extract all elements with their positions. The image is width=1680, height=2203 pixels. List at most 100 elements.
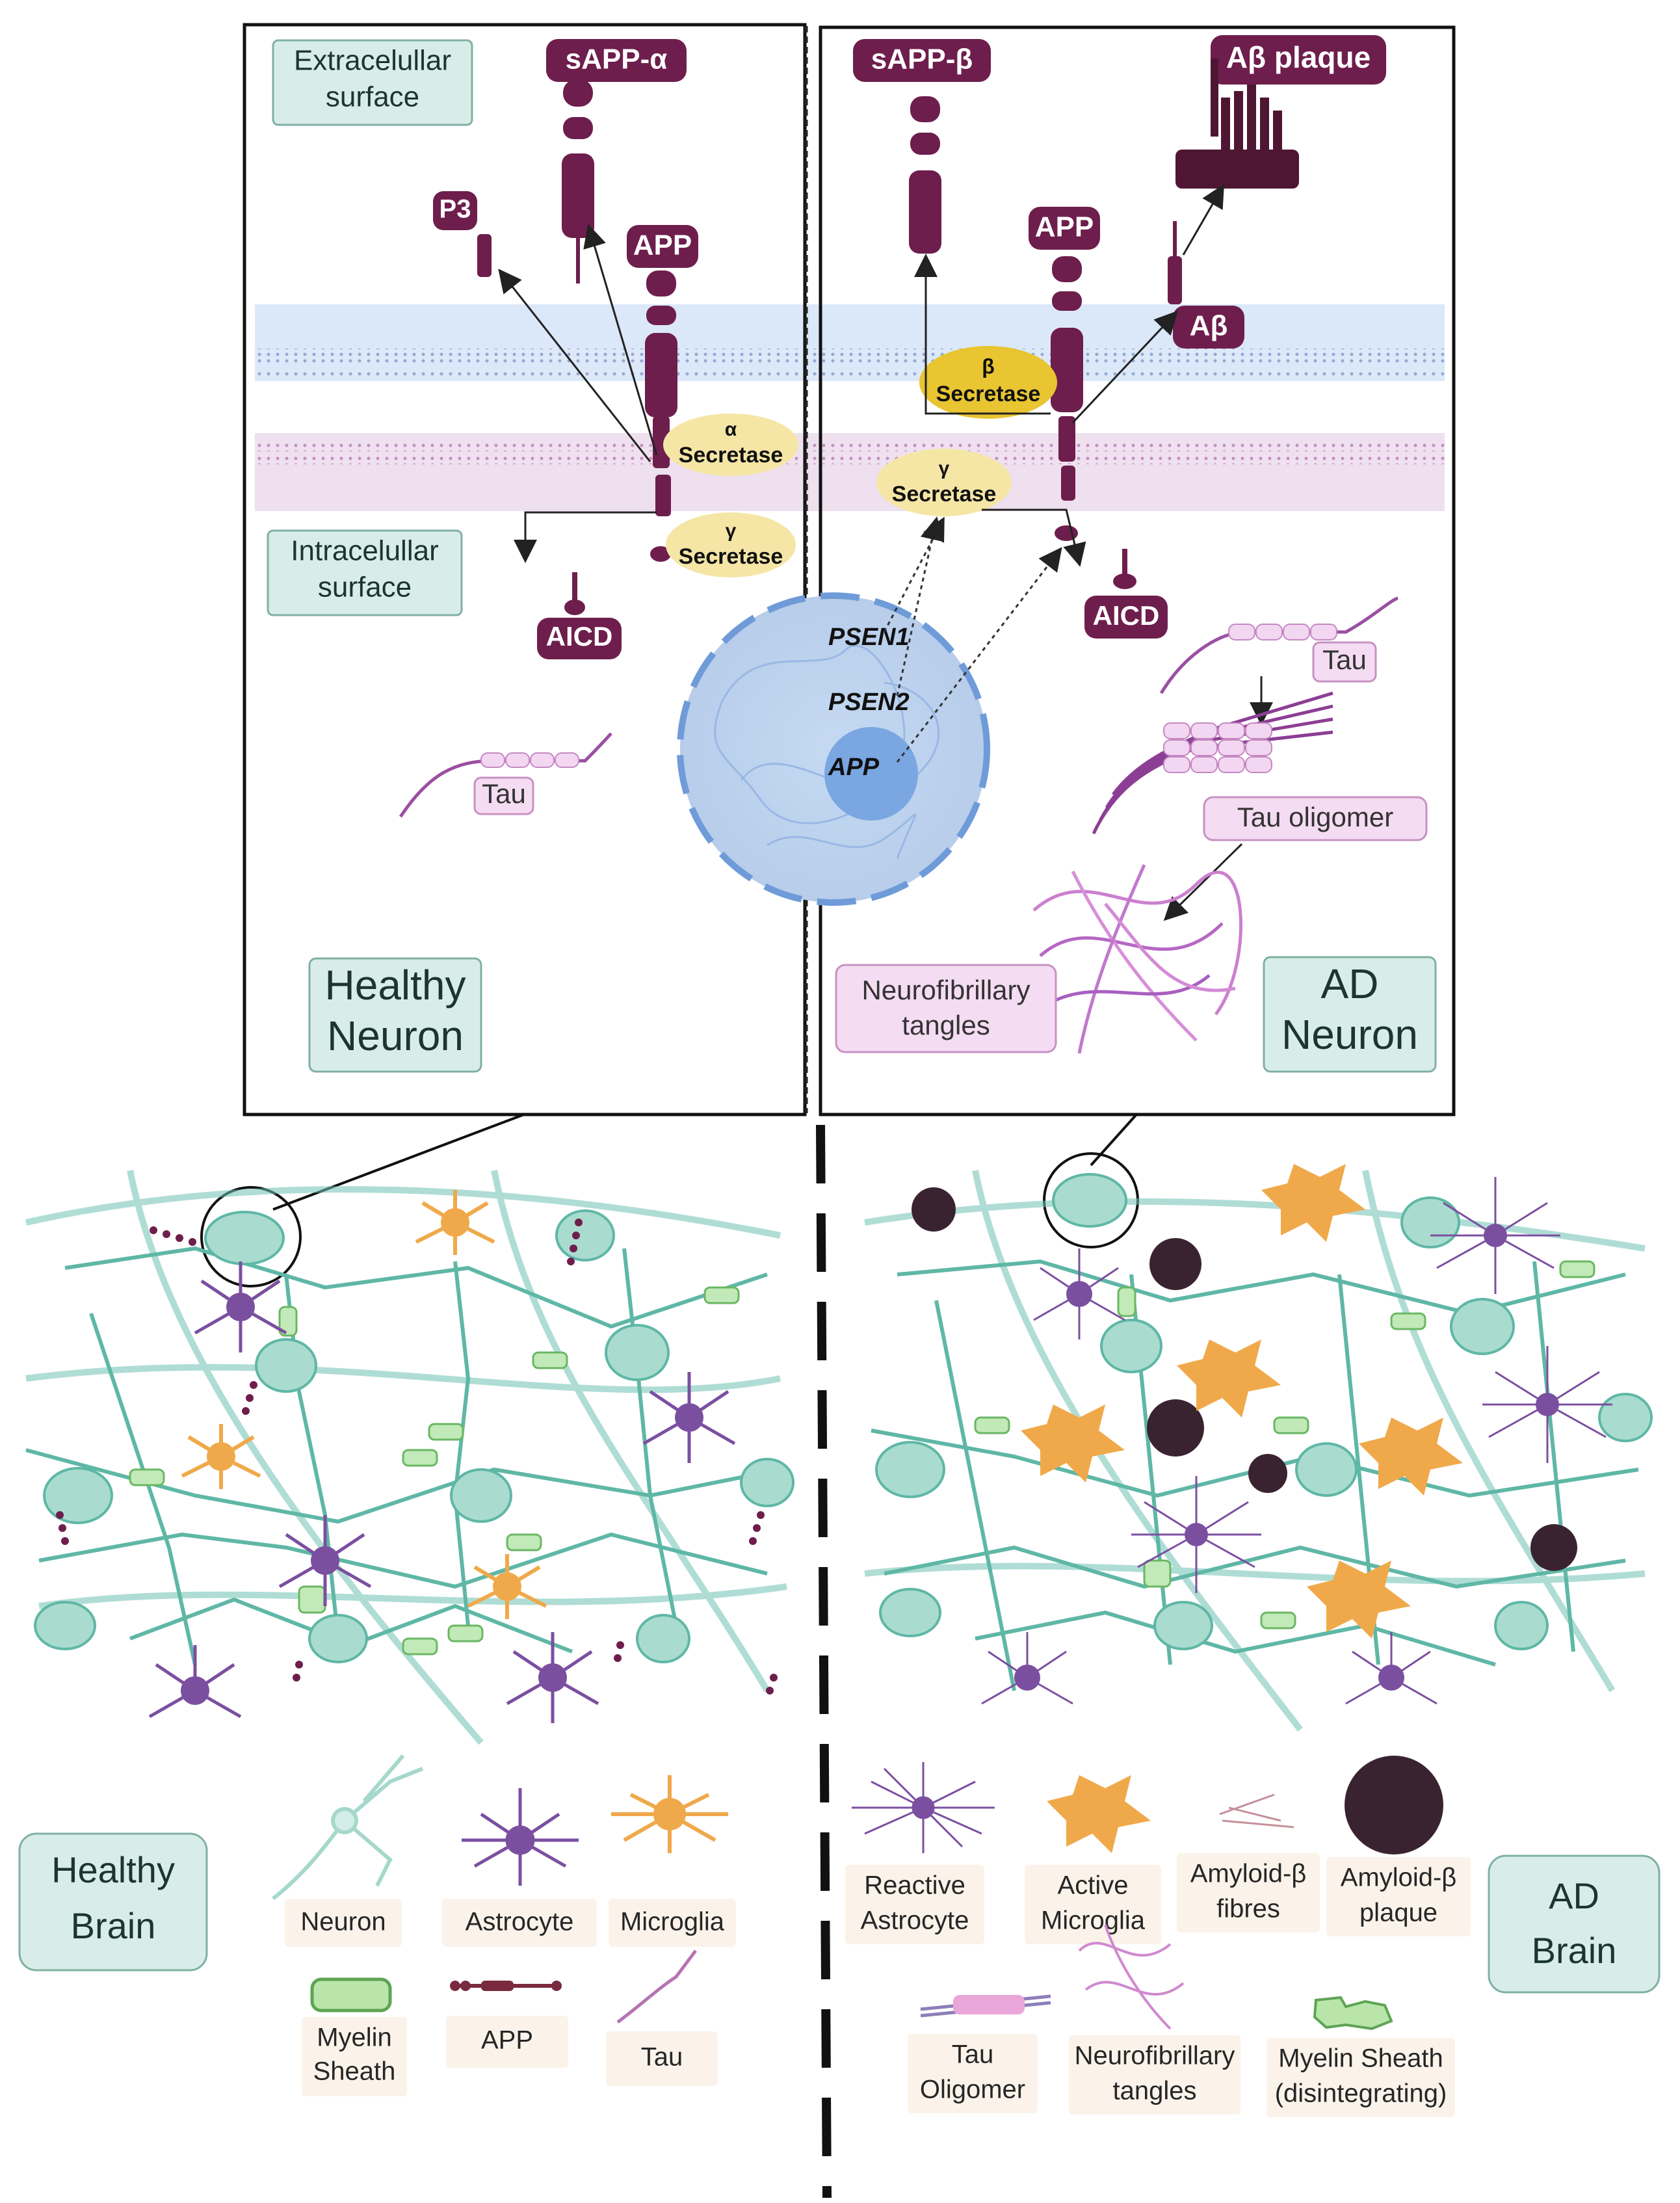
svg-text:Aβ: Aβ (1190, 310, 1228, 342)
gene-psen1: PSEN1 (828, 624, 910, 651)
gene-app: APP (828, 754, 880, 781)
myelin-sheath-icon (310, 1977, 392, 2012)
svg-text:APP: APP (633, 230, 692, 261)
svg-text:(disintegrating): (disintegrating) (1275, 2079, 1447, 2108)
healthy-cleavage-arrows (498, 224, 658, 563)
ad-brain-title: AD Brain (1488, 1854, 1660, 1994)
svg-text:sAPP-α: sAPP-α (566, 44, 668, 75)
svg-text:Secretase: Secretase (679, 544, 783, 569)
svg-text:AD: AD (1321, 960, 1379, 1007)
svg-text:Sheath: Sheath (313, 2057, 396, 2086)
neurofibrillary-tangle-graphic (1032, 864, 1243, 1054)
nucleolus (824, 727, 918, 821)
svg-text:Amyloid-β: Amyloid-β (1190, 1860, 1307, 1888)
svg-text:Intracelullar: Intracelullar (291, 535, 438, 567)
sapp-alpha-fragment (562, 79, 594, 284)
p3-fragment (477, 234, 492, 277)
ad-neuron-panel (819, 25, 1456, 1116)
svg-text:β: β (982, 354, 995, 378)
svg-text:Neuron: Neuron (1281, 1011, 1418, 1058)
svg-text:Tau: Tau (482, 778, 526, 809)
alpha-secretase: α Secretase (663, 414, 798, 476)
sapp-alpha-label: sAPP-α (546, 39, 687, 82)
disintegrating-myelin-icon (1313, 1996, 1393, 2031)
healthy-app-protein (645, 270, 677, 562)
svg-text:fibres: fibres (1216, 1895, 1280, 1923)
svg-text:Healthy: Healthy (51, 1849, 175, 1890)
svg-text:Myelin Sheath: Myelin Sheath (1278, 2044, 1443, 2073)
intracellular-label: Intracelullar surface (267, 529, 463, 616)
gene-psen2: PSEN2 (828, 689, 910, 716)
microglia-icon (611, 1775, 728, 1853)
legend-reactive-astrocyte: Reactive Astrocyte (845, 1762, 995, 1944)
svg-text:Neuron: Neuron (300, 1908, 386, 1936)
svg-text:Amyloid-β: Amyloid-β (1341, 1864, 1457, 1892)
legend-nft: Neurofibrillary tangles (1069, 1924, 1240, 2115)
membranes (255, 304, 1445, 511)
svg-text:Tau: Tau (952, 2040, 994, 2069)
svg-text:Astrocyte: Astrocyte (466, 1908, 574, 1936)
svg-text:α: α (725, 419, 737, 440)
svg-text:tangles: tangles (902, 1010, 990, 1040)
svg-text:γ: γ (939, 458, 950, 479)
legend-tau: Tau (606, 1949, 718, 2086)
amyloid-plaque-icon (1345, 1756, 1443, 1854)
tau-oligomer-icon (920, 1994, 1051, 2018)
gamma-secretase-healthy: γ Secretase (666, 512, 796, 577)
legend-microglia: Microglia (609, 1775, 736, 1947)
legend-disintegrating-myelin: Myelin Sheath (disintegrating) (1267, 1996, 1455, 2117)
svg-text:Extracelullar: Extracelullar (294, 45, 451, 77)
abeta-fragment: Aβ (1168, 221, 1244, 349)
reactive-astrocyte-icon (852, 1762, 995, 1853)
tau-icon (616, 1949, 697, 2024)
svg-text:Microglia: Microglia (1041, 1906, 1146, 1935)
tau-oligomer-beads (1163, 722, 1272, 773)
healthy-brain-title: Healthy Brain (18, 1832, 208, 1972)
legend-amyloid-fibres: Amyloid-β fibres (1177, 1793, 1320, 1933)
svg-text:Secretase: Secretase (679, 443, 783, 468)
svg-text:AICD: AICD (546, 621, 613, 652)
amyloid-fibres-icon (1219, 1793, 1294, 1828)
svg-text:Brain: Brain (1532, 1930, 1617, 1971)
svg-text:surface: surface (318, 572, 412, 603)
healthy-neuron-title: Healthy Neuron (308, 957, 482, 1073)
svg-text:surface: surface (326, 81, 419, 113)
sapp-beta-fragment (909, 96, 941, 254)
healthy-tau: Tau (399, 732, 612, 818)
app-icon (450, 1981, 562, 1991)
ad-app-protein (1051, 256, 1083, 541)
svg-text:plaque: plaque (1359, 1899, 1437, 1927)
svg-text:Active: Active (1058, 1871, 1129, 1900)
gene-arrows (883, 516, 1062, 763)
healthy-app-label: APP (627, 225, 698, 268)
svg-text:Oligomer: Oligomer (920, 2076, 1025, 2104)
svg-text:Tau: Tau (641, 2043, 683, 2072)
healthy-brain-tissue (25, 1170, 794, 1745)
ad-neuron-title: AD Neuron (1263, 956, 1437, 1073)
astrocyte-icon (462, 1788, 579, 1886)
svg-text:Secretase: Secretase (892, 482, 997, 507)
svg-text:Neuron: Neuron (327, 1012, 464, 1059)
neuron-icon (272, 1754, 424, 1901)
svg-text:tangles: tangles (1113, 2077, 1197, 2105)
ad-tau: Tau (1159, 596, 1398, 726)
gamma-secretase-ad: γ Secretase (876, 449, 1012, 516)
svg-text:Healthy: Healthy (325, 962, 466, 1009)
svg-text:APP: APP (481, 2026, 533, 2055)
zoom-connectors (200, 1113, 1139, 1287)
ad-cleavage-arrows (914, 183, 1224, 567)
svg-text:Brain: Brain (71, 1905, 156, 1946)
ad-brain-tissue (864, 1164, 1653, 1732)
extracellular-label: Extracelullar surface (272, 39, 473, 126)
svg-text:Microglia: Microglia (620, 1908, 725, 1936)
beta-secretase: β Secretase (919, 346, 1057, 419)
nft-icon (1078, 1924, 1185, 2030)
sapp-beta-label: sAPP-β (853, 39, 991, 82)
svg-text:Neurofibrillary: Neurofibrillary (861, 975, 1030, 1005)
svg-text:Myelin: Myelin (317, 2024, 392, 2052)
legend-app: APP (446, 1981, 568, 2068)
svg-text:Aβ plaque: Aβ plaque (1226, 40, 1371, 74)
svg-text:Secretase: Secretase (936, 382, 1041, 406)
legend-astrocyte: Astrocyte (442, 1788, 597, 1947)
ad-app-label: APP (1029, 207, 1100, 250)
